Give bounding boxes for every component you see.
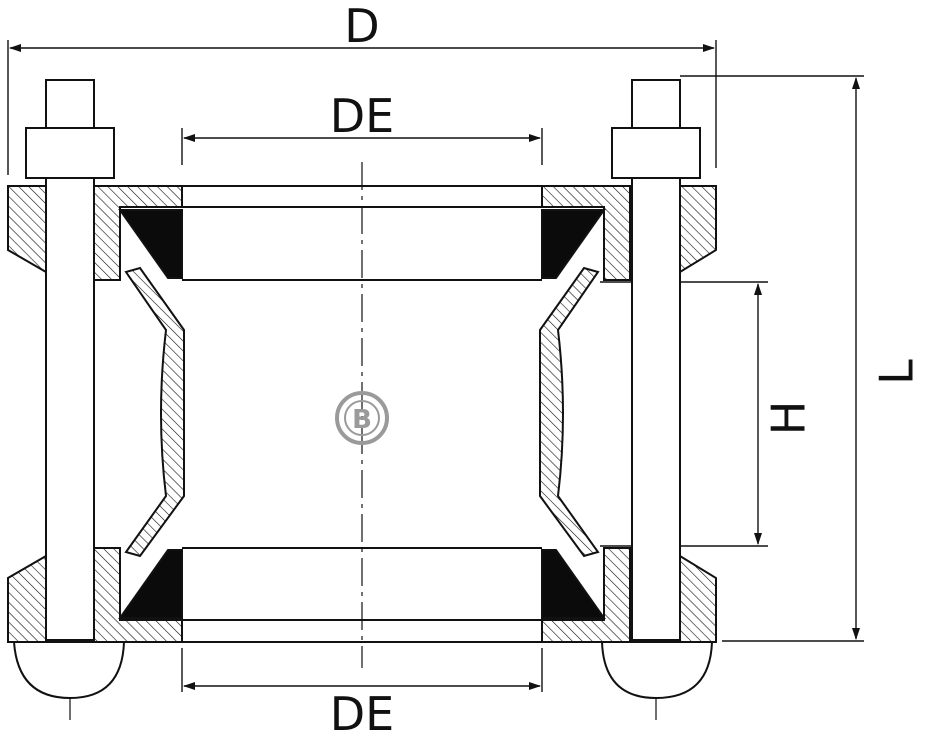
label-h: H [762,401,816,436]
label-l: L [870,359,924,385]
sleeve-walls [124,266,600,558]
dimension-de-bottom: DE [181,648,543,741]
top-flange [6,185,717,281]
label-de-bottom: DE [330,687,395,741]
dimension-d: D [7,0,717,175]
label-d: D [344,0,379,53]
left-bolt [12,79,126,700]
dimension-l: L [680,75,924,642]
dimension-de-top: DE [181,89,543,165]
svg-text:B: B [352,405,372,435]
right-bolt [600,79,714,700]
dimension-h: H [600,281,816,547]
b-circle-logo-icon: B [335,391,389,445]
label-de-top: DE [330,89,395,143]
